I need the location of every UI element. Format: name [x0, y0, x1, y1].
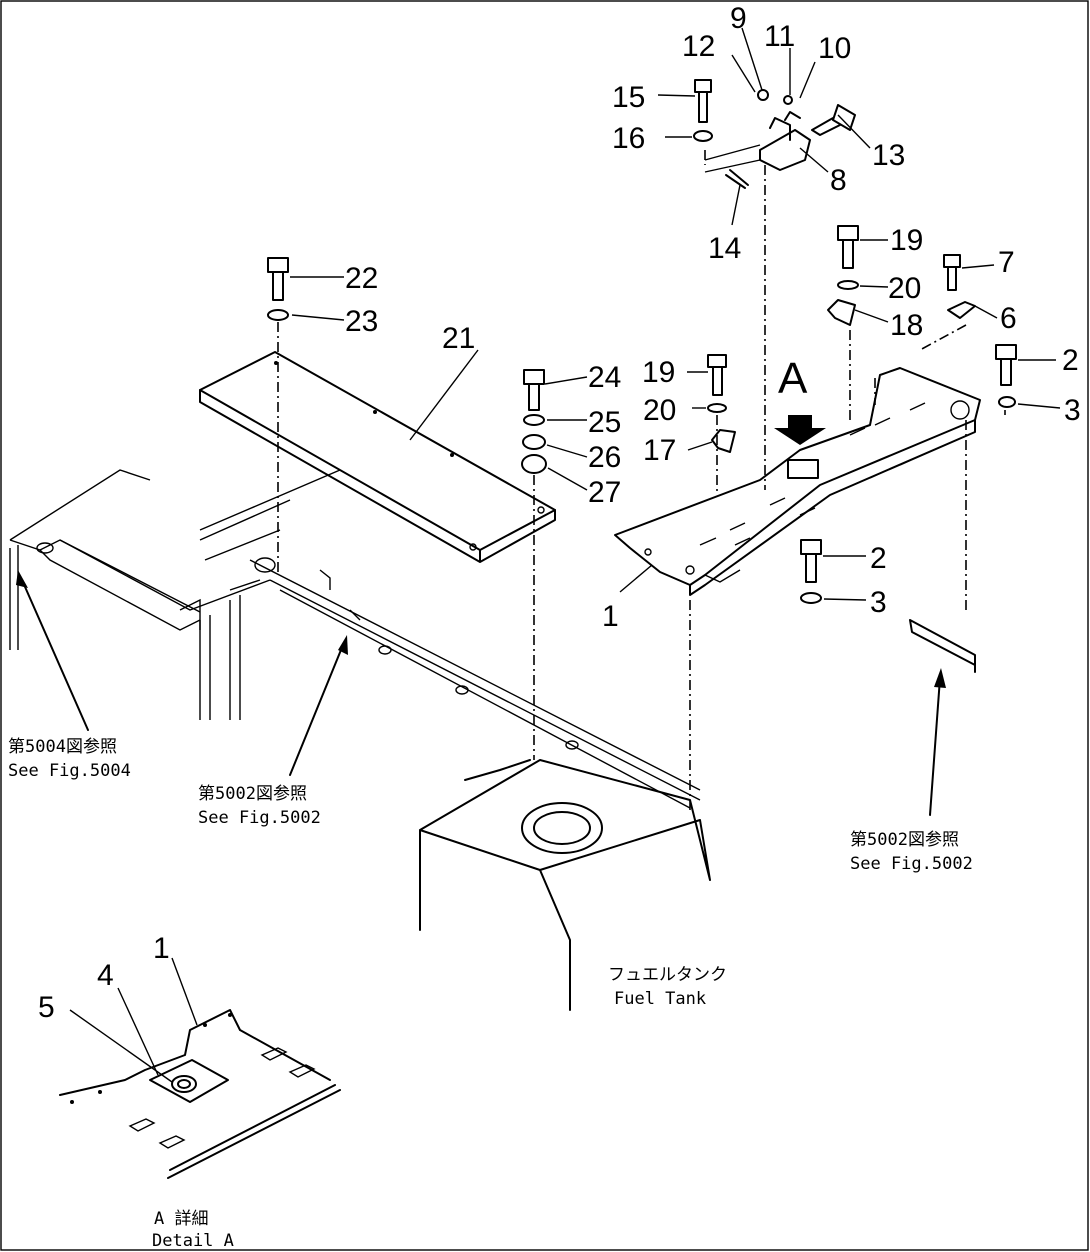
callout-23: 23 — [345, 305, 378, 338]
ref-5002a-en: See Fig.5002 — [198, 808, 321, 828]
fasteners — [267, 79, 1017, 604]
alignment-lines — [277, 150, 1006, 810]
callout-4: 4 — [97, 959, 114, 992]
callout-16: 16 — [612, 122, 645, 155]
ref-5002a-jp: 第5002図参照 — [198, 784, 307, 804]
detail-a-en: Detail A — [152, 1231, 234, 1251]
callout-19: 19 — [890, 224, 923, 257]
callout-7: 7 — [998, 246, 1015, 279]
fuel-tank-jp: フュエルタンク — [608, 965, 727, 985]
frame-structure — [9, 469, 701, 809]
callout-20: 20 — [888, 272, 921, 305]
callout-18: 18 — [890, 309, 923, 342]
callout-19-mid: 19 — [642, 356, 675, 389]
callout-25: 25 — [588, 406, 621, 439]
callout-27: 27 — [588, 476, 621, 509]
callout-1-detail: 1 — [153, 932, 170, 965]
callout-11: 11 — [764, 20, 795, 53]
ref-5002b-jp: 第5002図参照 — [850, 830, 959, 850]
detail-a-jp: A 詳細 — [154, 1209, 208, 1229]
callout-5: 5 — [38, 991, 55, 1024]
callout-2: 2 — [1062, 344, 1079, 377]
reference-arrows — [16, 570, 946, 816]
callout-21: 21 — [442, 322, 475, 355]
view-a-indicator: A — [774, 354, 826, 445]
callout-14: 14 — [708, 232, 741, 265]
callout-10: 10 — [818, 32, 851, 65]
callout-13: 13 — [872, 139, 905, 172]
callout-1: 1 — [602, 600, 619, 633]
callout-numbers: 1 1 2 2 3 3 4 5 6 7 8 9 10 11 12 13 14 1… — [38, 2, 1081, 1024]
callout-24: 24 — [588, 361, 621, 394]
view-a-label: A — [778, 354, 808, 403]
callout-9: 9 — [730, 2, 747, 35]
leader-lines — [290, 27, 1061, 601]
fuel-tank — [419, 759, 711, 1011]
callout-20-mid: 20 — [643, 394, 676, 427]
bracket — [909, 619, 976, 673]
callout-2-bottom: 2 — [870, 542, 887, 575]
callout-22: 22 — [345, 262, 378, 295]
callout-15: 15 — [612, 81, 645, 114]
fuel-tank-en: Fuel Tank — [614, 989, 706, 1009]
bracket-assembly — [704, 89, 811, 189]
callout-17: 17 — [643, 434, 676, 467]
callout-26: 26 — [588, 441, 621, 474]
callout-12: 12 — [682, 30, 715, 63]
ref-5004-en: See Fig.5004 — [8, 761, 131, 781]
callout-8: 8 — [830, 164, 847, 197]
callout-3-bottom: 3 — [870, 586, 887, 619]
ref-5004-jp: 第5004図参照 — [8, 737, 117, 757]
ref-5002b-en: See Fig.5002 — [850, 854, 973, 874]
callout-6: 6 — [1000, 302, 1017, 335]
floor-plate-1 — [614, 367, 981, 596]
reference-labels: 第5004図参照 See Fig.5004 第5002図参照 See Fig.5… — [8, 737, 973, 1251]
detail-a-inset — [59, 957, 341, 1179]
callout-3: 3 — [1064, 394, 1081, 427]
cover-plate-21 — [199, 351, 556, 563]
